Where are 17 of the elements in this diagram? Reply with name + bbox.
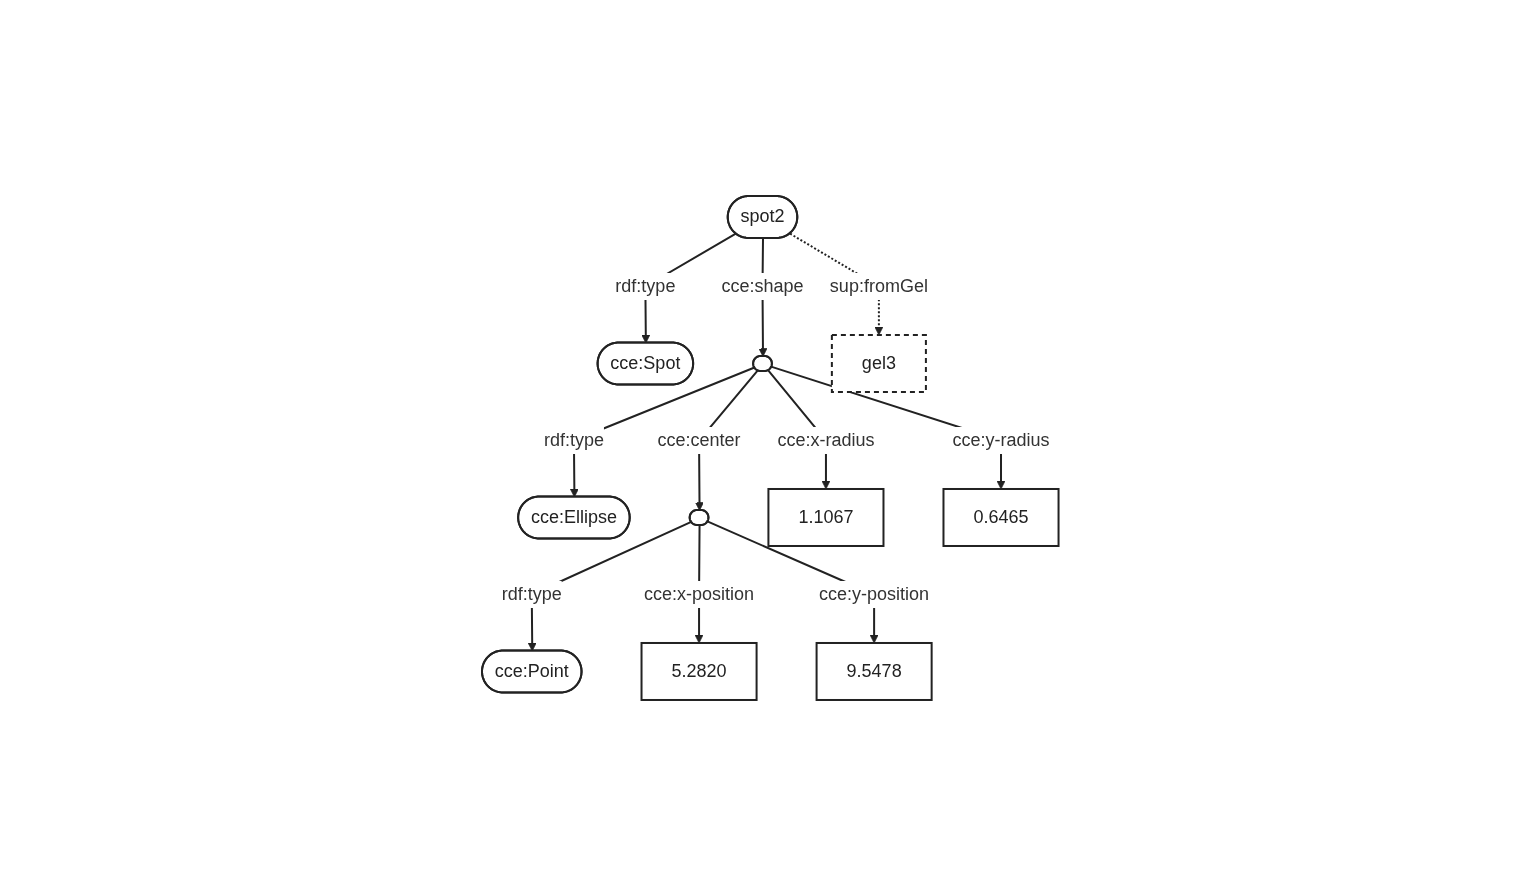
arrow xyxy=(569,365,756,497)
arrow xyxy=(770,365,1006,489)
node-box: 0.6465 xyxy=(942,487,1060,547)
edge-label: rdf:type xyxy=(543,429,604,450)
edge-label: cce:y-radius xyxy=(952,429,1050,450)
edge-label: cce:y-position xyxy=(818,583,929,604)
edge-label: cce:x-position xyxy=(643,583,754,604)
edge-label: rdf:type xyxy=(501,583,562,604)
edge-label: cce:x-radius xyxy=(777,429,875,450)
edge-label: cce:center xyxy=(657,429,741,450)
node-box: 9.5478 xyxy=(815,641,933,701)
node-box: 5.2820 xyxy=(640,641,758,701)
edge-label: cce:shape xyxy=(721,275,804,296)
node-box: 1.1067 xyxy=(767,487,885,547)
edge-label: sup:fromGel xyxy=(829,275,928,296)
node-box: gel3 xyxy=(830,333,927,393)
edge-label: rdf:type xyxy=(615,275,676,296)
